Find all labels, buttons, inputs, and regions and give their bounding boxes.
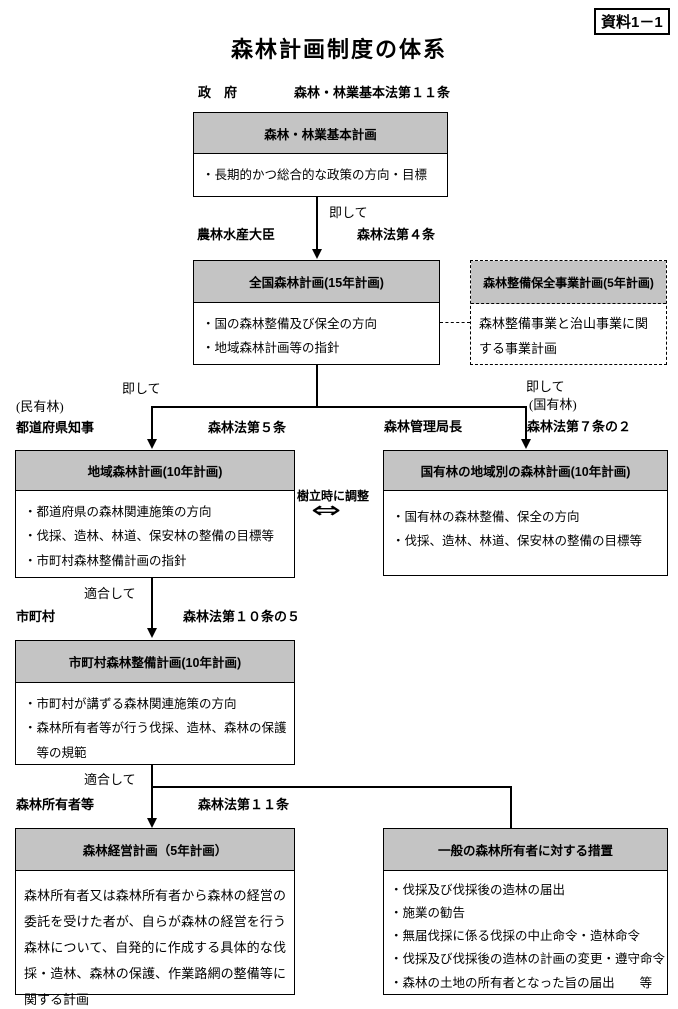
box-maintenance-project-plan: 森林整備保全事業計画(5年計画) 森林整備事業と治山事業に関する事業計画 [470, 260, 667, 365]
box-municipal-plan-title: 市町村森林整備計画(10年計画) [16, 641, 294, 683]
connector4-label: 適合して [84, 772, 136, 787]
connector-line [151, 765, 153, 818]
document-reference-badge: 資料1－1 [594, 8, 670, 35]
box-basic-plan-title: 森林・林業基本計画 [194, 113, 447, 154]
connector3-label: 適合して [84, 586, 136, 601]
box-national-plan-title: 全国森林計画(15年計画) [194, 261, 439, 303]
box-maintenance-project-plan-title: 森林整備保全事業計画(5年計画) [471, 261, 666, 304]
page-title: 森林計画制度の体系 [230, 37, 447, 62]
box-regional-plan-item: ・伐採、造林、林道、保安林の整備の目標等 [24, 529, 275, 544]
box-national-plan: 全国森林計画(15年計画) ・国の森林整備及び保全の方向 ・地域森林計画等の指針 [193, 260, 440, 365]
box-measures-item: ・伐採及び伐採後の造林の届出 [390, 883, 566, 897]
box-regional-plan-item: ・都道府県の森林関連施策の方向 [24, 505, 212, 519]
box-forest-management-plan-title: 森林経営計画（5年計画） [16, 829, 294, 871]
actor-maff-minister-label: 農林水産大臣 [197, 227, 276, 242]
branch-right-forest-type: (国有林) [529, 397, 577, 412]
actor-forest-owners-label: 森林所有者等 [16, 797, 95, 812]
connector-line [151, 406, 527, 408]
actor-prefectural-governor-label: 都道府県知事 [16, 420, 95, 435]
box-measures-item: ・伐採及び伐採後の造林の計画の変更・遵守命令 [390, 952, 666, 967]
box-regional-plan: 地域森林計画(10年計画) ・都道府県の森林関連施策の方向 ・伐採、造林、林道、… [15, 450, 295, 578]
connector-line [316, 365, 318, 408]
box-municipal-plan-item: ・市町村が講ずる森林関連施策の方向 [24, 697, 237, 711]
law-basic-act-label: 森林・林業基本法第１１条 [294, 85, 451, 100]
connector-line [525, 406, 527, 440]
box-national-plan-item: ・地域森林計画等の指針 [202, 341, 340, 356]
dashed-connector-line [440, 322, 470, 323]
branch-right-label: 即して [526, 379, 565, 394]
connector-line [510, 786, 512, 828]
box-forest-management-plan: 森林経営計画（5年計画） 森林所有者又は森林所有者から森林の経営の委託を受けた者… [15, 828, 295, 1007]
box-regional-plan-item: ・市町村森林整備計画の指針 [24, 553, 187, 568]
box-regional-plan-title: 地域森林計画(10年計画) [16, 451, 294, 491]
box-national-forest-regional-plan: 国有林の地域別の森林計画(10年計画) ・国有林の森林整備、保全の方向 ・伐採、… [383, 450, 668, 576]
adjust-on-establishment-label: 樹立時に調整 [297, 489, 370, 503]
connector-line [151, 786, 512, 788]
double-arrow-icon: ⇔ [311, 496, 342, 524]
box-maintenance-project-plan-body: 森林整備事業と治山事業に関する事業計画 [479, 316, 649, 356]
branch-left-forest-type: (民有林) [16, 399, 64, 414]
box-national-forest-item: ・伐採、造林、林道、保安林の整備の目標等 [392, 534, 643, 549]
connector1-label: 即して [329, 205, 368, 220]
connector-line [151, 578, 153, 628]
actor-government-label: 政 府 [198, 85, 238, 100]
box-national-plan-item: ・国の森林整備及び保全の方向 [202, 317, 378, 331]
law-forest-act-5-label: 森林法第５条 [208, 420, 287, 435]
law-forest-act-11-label: 森林法第１１条 [198, 797, 290, 812]
box-municipal-plan: 市町村森林整備計画(10年計画) ・市町村が講ずる森林関連施策の方向 ・森林所有… [15, 640, 295, 765]
branch-left-label: 即して [122, 381, 161, 396]
box-national-forest-regional-plan-title: 国有林の地域別の森林計画(10年計画) [384, 451, 667, 491]
actor-municipality-label: 市町村 [16, 609, 56, 624]
box-municipal-plan-item: ・森林所有者等が行う伐採、造林、森林の保護等の規範 [24, 721, 287, 760]
connector-line [151, 406, 153, 440]
arrow-down-icon [312, 249, 322, 259]
box-measures-item: ・施業の勧告 [390, 906, 466, 921]
arrow-down-icon [147, 818, 157, 828]
law-forest-act-7-2-label: 森林法第７条の２ [527, 419, 632, 434]
box-general-owner-measures: 一般の森林所有者に対する措置 ・伐採及び伐採後の造林の届出 ・施業の勧告 ・無届… [383, 828, 668, 995]
connector-line [316, 197, 318, 249]
box-measures-item: ・無届伐採に係る伐採の中止命令・造林命令 [390, 929, 641, 944]
arrow-down-icon [147, 628, 157, 638]
arrow-down-icon [147, 439, 157, 449]
box-general-owner-measures-title: 一般の森林所有者に対する措置 [384, 829, 667, 871]
law-forest-act-4-label: 森林法第４条 [357, 227, 436, 242]
actor-forest-management-bureau-label: 森林管理局長 [384, 419, 463, 434]
arrow-down-icon [521, 439, 531, 449]
box-forest-management-plan-body: 森林所有者又は森林所有者から森林の経営の委託を受けた者が、自らが森林の経営を行う… [24, 888, 286, 1007]
box-basic-plan-item: ・長期的かつ総合的な政策の方向・目標 [202, 168, 428, 182]
law-forest-act-10-5-label: 森林法第１０条の５ [183, 609, 301, 624]
box-measures-item: ・森林の土地の所有者となった旨の届出 等 [390, 975, 653, 990]
box-basic-plan: 森林・林業基本計画 ・長期的かつ総合的な政策の方向・目標 [193, 112, 448, 197]
box-national-forest-item: ・国有林の森林整備、保全の方向 [392, 510, 580, 524]
